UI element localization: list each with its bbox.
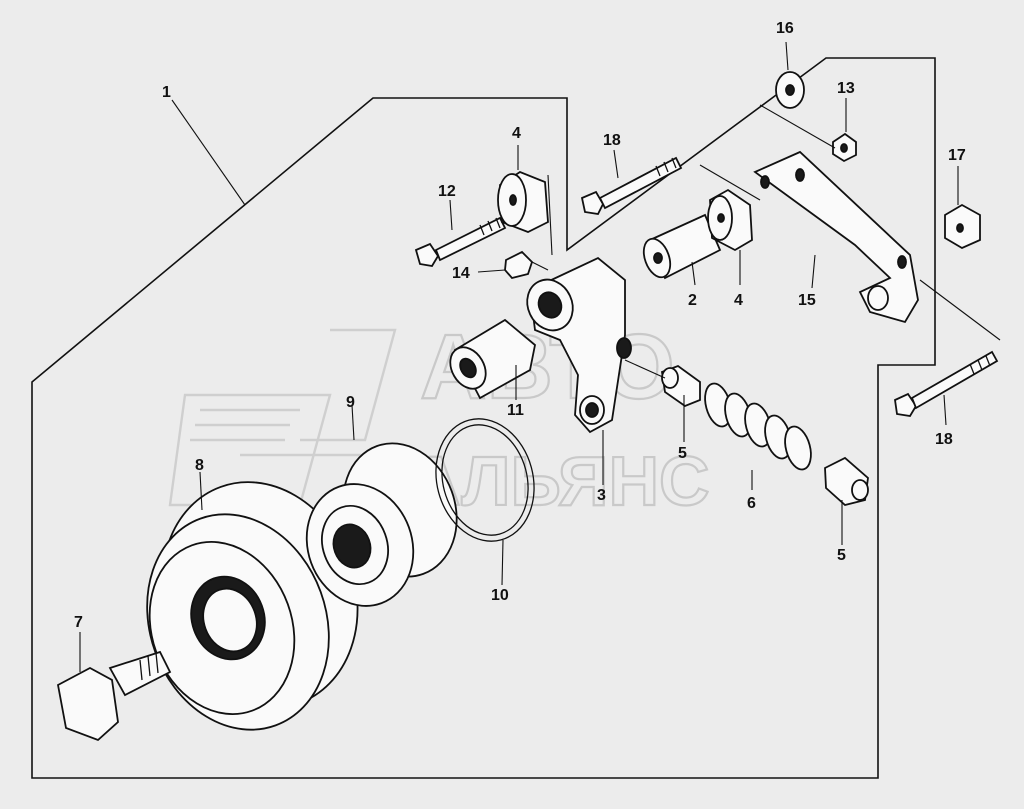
callout-12: 12 [438,183,456,200]
washer-4-left [497,170,549,233]
callout-11: 11 [507,402,524,419]
callouts: 1 2 3 4 4 5 5 6 7 8 9 10 11 12 13 14 15 … [74,20,966,631]
bolt-18-lower [894,350,999,417]
tensioner-arm [526,256,632,434]
callout-2: 2 [688,292,697,309]
washer-16 [775,71,805,109]
callout-6: 6 [747,495,756,512]
snap-ring [435,418,535,542]
leader-lines [79,41,1001,672]
callout-4-right: 4 [734,292,743,309]
callout-18-upper: 18 [603,132,621,149]
watermark-line-2: АЛЬЯНС [410,442,710,520]
callout-10: 10 [491,587,509,604]
bolt-18-upper [580,156,683,215]
callout-8: 8 [195,457,204,474]
bearing [305,442,458,607]
assembly-boundary [31,57,936,779]
pulley-bolt [56,650,172,742]
callout-5-upper: 5 [678,445,687,462]
bushing [449,318,536,400]
callout-15: 15 [798,292,816,309]
callout-13: 13 [837,80,855,97]
callout-18-lower: 18 [935,431,953,448]
nut-13 [832,132,857,163]
bolt-12 [414,216,507,267]
callout-1: 1 [162,84,171,101]
grease-fitting [504,250,549,280]
callout-16: 16 [776,20,794,37]
callout-5-lower: 5 [837,547,846,564]
callout-7: 7 [74,614,83,631]
shaft [642,213,722,280]
callout-9: 9 [346,394,355,411]
callout-3: 3 [597,487,606,504]
spacer-17 [944,203,981,250]
callout-17: 17 [948,147,966,164]
washer-4-right [707,188,753,252]
callout-4-left: 4 [512,125,521,142]
spring-assembly [661,364,869,506]
bracket [753,150,919,324]
spring [704,382,812,471]
callout-14: 14 [452,265,470,282]
